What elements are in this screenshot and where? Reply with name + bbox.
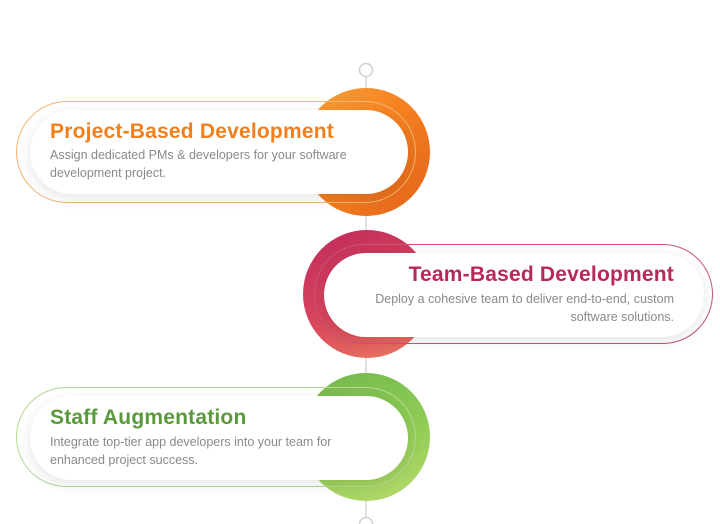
team-based-card <box>324 253 704 337</box>
staff-augmentation-description: Integrate top-tier app developers into y… <box>50 435 332 467</box>
project-based-description: Assign dedicated PMs & developers for yo… <box>50 148 347 180</box>
project-based-outline <box>16 101 416 203</box>
project-based-card <box>30 110 408 194</box>
team-based-title: Team-Based Development <box>408 263 674 286</box>
team-based-outline <box>314 244 713 344</box>
project-based-title: Project-Based Development <box>50 120 334 143</box>
staff-augmentation-card <box>30 396 408 480</box>
timeline-node-top <box>358 62 374 78</box>
timeline-node-bottom <box>358 516 374 524</box>
staff-augmentation-outline <box>16 387 416 487</box>
team-based-description: Deploy a cohesive team to deliver end-to… <box>375 292 674 324</box>
staff-augmentation-title: Staff Augmentation <box>50 406 247 429</box>
